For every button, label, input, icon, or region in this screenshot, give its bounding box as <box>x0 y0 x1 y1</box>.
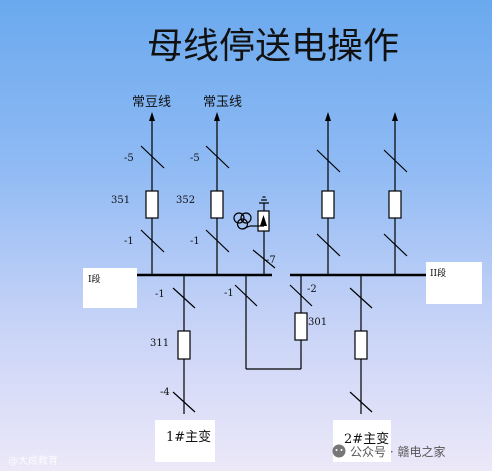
transformer-2-upper-switch <box>349 287 373 309</box>
transformer-1-upper-switch <box>172 287 196 309</box>
feeder-1-lower-switch <box>140 229 165 253</box>
feeder-1-breaker <box>145 190 159 219</box>
transformer-1-breaker <box>177 330 191 360</box>
feeder-1-name: 常豆线 <box>132 95 171 110</box>
bus-1-label-box <box>83 268 137 308</box>
feeder-2 <box>205 112 230 276</box>
transformer-2-breaker <box>354 330 368 360</box>
bus-1-label: I段 <box>88 273 101 285</box>
feeder-2-breaker <box>210 190 224 219</box>
watermark-left: @大成教育 <box>8 454 58 467</box>
page-title: 母线停送电操作 <box>147 26 399 67</box>
feeder-3-arrow <box>325 112 331 121</box>
pt-coil-1 <box>233 212 245 224</box>
feeder-2-lower-switch-label: -1 <box>190 236 200 247</box>
feeder-2-breaker-label: 352 <box>176 195 195 206</box>
feeder-4-lower-switch <box>383 233 408 257</box>
bus-2-label: II段 <box>430 267 446 279</box>
transformer-2-branch <box>349 276 373 414</box>
feeder-4-arrow <box>392 112 398 121</box>
feeder-3-upper-switch <box>316 149 341 173</box>
transformer-1-breaker-label: 311 <box>150 338 169 349</box>
wechat-icon <box>332 444 346 458</box>
feeder-1 <box>140 112 165 276</box>
feeder-1-upper-switch <box>140 145 165 169</box>
bus-coupler <box>234 276 313 370</box>
feeder-1-lower-switch-label: -1 <box>124 236 134 247</box>
feeder-3-lower-switch <box>316 233 341 257</box>
pt-switch-label: -7 <box>266 255 276 266</box>
transformer-1-branch <box>172 276 196 414</box>
feeder-1-upper-switch-label: -5 <box>124 153 134 164</box>
bus-2-label-box <box>426 262 482 304</box>
transformer-1-lower-switch <box>172 391 196 413</box>
bus-coupler-right-switch-label: -2 <box>307 284 317 295</box>
feeder-2-name: 常玉线 <box>203 95 242 110</box>
feeder-2-upper-switch-label: -5 <box>190 153 200 164</box>
feeder-1-breaker-label: 351 <box>111 195 130 206</box>
feeder-4-breaker <box>388 190 402 219</box>
bus-coupler-breaker-label: 301 <box>308 317 327 328</box>
feeder-1-arrow <box>149 112 155 121</box>
transformer-1-label-box <box>155 420 215 462</box>
pt-coil-2 <box>240 212 252 224</box>
feeder-3 <box>316 112 341 276</box>
transformer-1-upper-switch-label: -1 <box>155 289 165 300</box>
feeder-4 <box>383 112 408 276</box>
feeder-3-breaker <box>321 190 335 219</box>
transformer-2-lower-switch <box>349 391 373 413</box>
feeder-2-upper-switch <box>205 145 230 169</box>
transformer-2-label: 2#主变 <box>344 431 389 447</box>
bus-coupler-right-switch <box>289 284 313 307</box>
pt-switch <box>252 249 276 269</box>
bus-coupler-breaker <box>294 312 308 341</box>
watermark-right: 公众号 · 赣电之家 <box>350 444 445 459</box>
transformer-1-label: 1#主变 <box>166 429 211 445</box>
transformer-1-lower-switch-label: -4 <box>160 387 170 398</box>
feeder-2-lower-switch <box>205 229 230 253</box>
pt-arrester-arrow <box>260 215 267 226</box>
feeder-4-upper-switch <box>383 149 408 173</box>
bus-coupler-left-switch <box>234 284 258 307</box>
bus-coupler-left-switch-label: -1 <box>224 288 234 299</box>
pt-branch <box>233 196 276 276</box>
pt-coil-link <box>242 225 251 230</box>
feeder-2-arrow <box>214 112 220 121</box>
